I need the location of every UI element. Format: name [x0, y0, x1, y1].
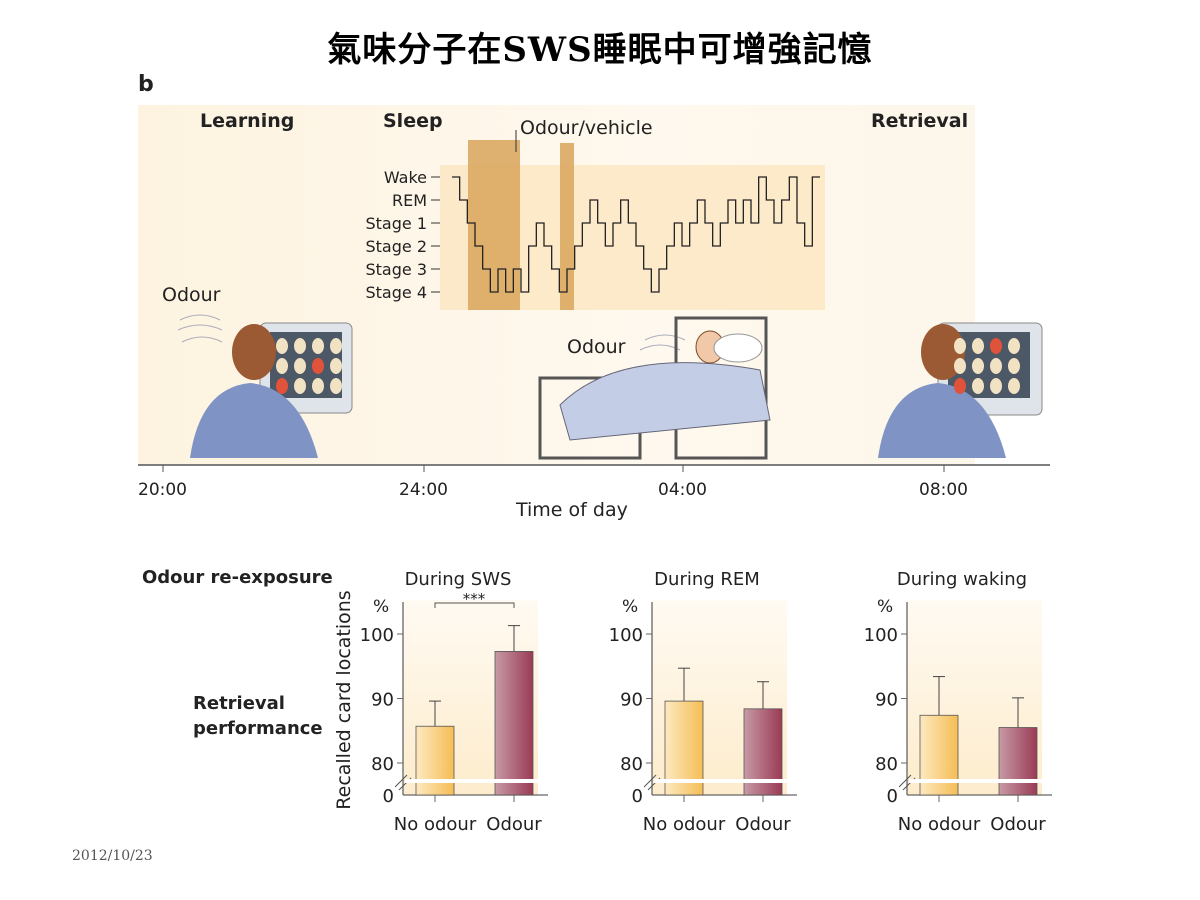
slide-title: 氣味分子在SWS睡眠中可增強記憶 [327, 30, 873, 70]
memory-card [1008, 358, 1020, 374]
row-label-performance: performance [193, 718, 323, 739]
x-tick-label: No odour [643, 814, 726, 835]
y-tick-label: 100 [360, 625, 394, 646]
y-unit: % [622, 597, 638, 617]
row-label-odour-reexposure: Odour re-exposure [142, 567, 333, 588]
stage-label: Stage 4 [365, 283, 428, 302]
hypnogram-trace [452, 176, 820, 293]
stage-label: Stage 1 [365, 214, 428, 233]
y-tick-label: 90 [620, 690, 643, 711]
memory-card [1008, 338, 1020, 354]
y-tick-label: 80 [620, 754, 643, 775]
bar-no-odour [415, 725, 455, 796]
footer-date: 2012/10/23 [72, 848, 153, 864]
sleeping-person-illustration [538, 316, 771, 460]
learning-person-illustration [177, 314, 353, 458]
odour-period-2 [560, 143, 574, 310]
time-tick-label: 08:00 [919, 480, 968, 500]
memory-card [312, 338, 324, 354]
memory-card [330, 338, 342, 354]
memory-card [990, 358, 1002, 374]
hypnogram-stage-labels: Wake REM Stage 1 Stage 2 Stage 3 Stage 4 [345, 166, 428, 304]
stage-label: REM [391, 191, 427, 210]
y-tick-label: 100 [864, 625, 898, 646]
odour-period-1 [468, 140, 520, 310]
odour-label-sleep: Odour [567, 336, 626, 358]
chart-title: During SWS [405, 569, 512, 590]
memory-card [990, 338, 1002, 354]
y-tick-label: 90 [875, 690, 898, 711]
memory-card [954, 378, 966, 394]
bar-odour [494, 651, 534, 796]
significance-bracket [434, 602, 515, 608]
memory-card [954, 338, 966, 354]
stage-label: Wake [383, 168, 427, 187]
y-unit: % [373, 597, 389, 617]
y-tick-label: 80 [875, 754, 898, 775]
row-label-retrieval: Retrieval [193, 693, 285, 714]
stage-label: Stage 3 [365, 260, 428, 279]
y-axis-label: Recalled card locations [333, 590, 355, 809]
time-axis-label: Time of day [516, 499, 628, 521]
memory-card [954, 358, 966, 374]
y-tick-label: 80 [371, 754, 394, 775]
chart-title: During waking [897, 569, 1027, 590]
timeline-figure [138, 130, 1050, 472]
memory-card [312, 358, 324, 374]
axis-break-gap [405, 779, 541, 783]
memory-card [294, 338, 306, 354]
x-tick-label: Odour [990, 814, 1046, 835]
significance-label: *** [463, 590, 486, 608]
x-tick-label: No odour [394, 814, 477, 835]
axis-break-gap [654, 779, 790, 783]
memory-card [990, 378, 1002, 394]
axis-break-gap [909, 779, 1045, 783]
odour-label-learning: Odour [162, 284, 221, 306]
y-tick-label: 90 [371, 690, 394, 711]
phase-learning: Learning [200, 110, 295, 132]
bar-chart-1: During REM% 100 90 80 0No odour Odour [609, 569, 797, 835]
bar-chart-2: During waking% 100 90 80 0No odour Odour [864, 569, 1052, 835]
memory-card [972, 338, 984, 354]
y-unit: % [877, 597, 893, 617]
x-tick-label: No odour [898, 814, 981, 835]
time-tick-label: 04:00 [658, 480, 707, 500]
x-tick-label: Odour [486, 814, 542, 835]
bar-chart-0: During SWS% 100 90 80 0No odour Odour *** Recal… [333, 569, 548, 835]
memory-card [276, 338, 288, 354]
chart-title: During REM [654, 569, 760, 590]
memory-card [1008, 378, 1020, 394]
bar-odour [998, 727, 1038, 796]
phase-retrieval: Retrieval [871, 110, 969, 132]
time-tick-label: 24:00 [399, 480, 448, 500]
memory-card [330, 378, 342, 394]
memory-card [276, 378, 288, 394]
memory-card [972, 378, 984, 394]
memory-card [294, 358, 306, 374]
y-tick-label: 0 [632, 786, 643, 807]
y-tick-label: 0 [383, 786, 394, 807]
panel-label: b [138, 72, 154, 97]
memory-card [330, 358, 342, 374]
memory-card [972, 358, 984, 374]
memory-card [294, 378, 306, 394]
phase-sleep: Sleep [383, 110, 443, 132]
y-tick-label: 0 [887, 786, 898, 807]
x-tick-label: Odour [735, 814, 791, 835]
memory-card [312, 378, 324, 394]
time-tick-label: 20:00 [138, 480, 187, 500]
bar-no-odour [919, 714, 959, 796]
memory-card [276, 358, 288, 374]
odour-vehicle-label: Odour/vehicle [520, 117, 653, 139]
stage-label: Stage 2 [365, 237, 428, 256]
y-tick-label: 100 [609, 625, 643, 646]
